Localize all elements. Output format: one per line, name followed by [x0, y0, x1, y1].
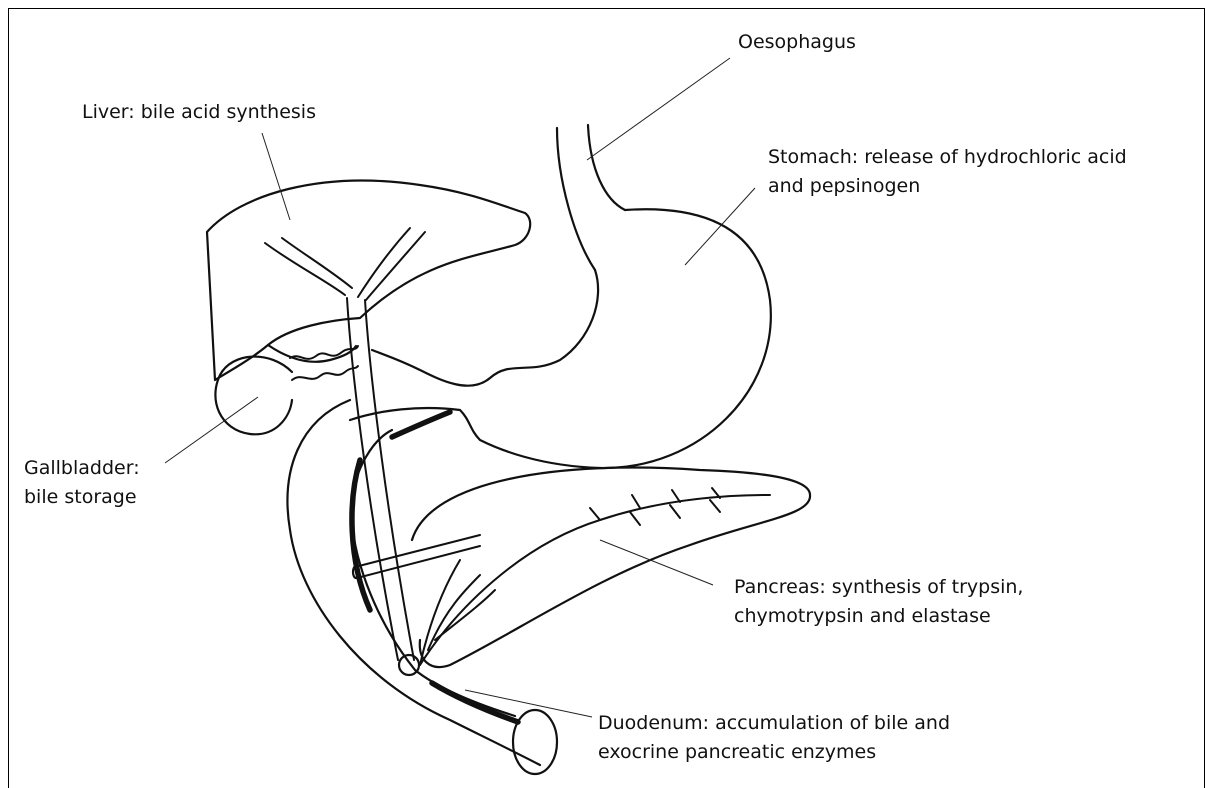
duodenum-opening	[513, 710, 557, 774]
liver-leader	[262, 133, 290, 220]
oesophagus-right-wall	[588, 125, 625, 210]
oesophagus-label-line1: Oesophagus	[738, 28, 856, 57]
duodenum-label-line2: exocrine pancreatic enzymes	[598, 738, 950, 767]
pancreas-leader	[600, 540, 713, 585]
accessory-duct	[355, 535, 480, 578]
pancreas-label: Pancreas: synthesis of trypsin, chymotry…	[734, 573, 1023, 631]
stomach-label-line1: Stomach: release of hydrochloric acid	[768, 143, 1127, 172]
stomach-label: Stomach: release of hydrochloric acid an…	[768, 143, 1127, 201]
common-bile-duct-right	[365, 300, 414, 660]
duodenum-wall-lower	[432, 683, 518, 722]
duodenum-outer	[288, 400, 541, 765]
duodenum-label: Duodenum: accumulation of bile and exocr…	[598, 709, 950, 767]
stomach-label-line2: and pepsinogen	[768, 172, 1127, 201]
pancreas-label-line1: Pancreas: synthesis of trypsin,	[734, 573, 1023, 602]
liver-label-line1: Liver: bile acid synthesis	[82, 98, 316, 127]
liver-lower-edge	[268, 345, 356, 362]
left-hepatic-duct-inner	[282, 238, 352, 288]
oesophagus-leader	[587, 58, 730, 160]
duodenum-wall-upper	[392, 412, 450, 437]
oesophagus-left-wall	[557, 128, 595, 270]
stomach-lesser-curvature	[372, 270, 598, 386]
duodenum-label-line1: Duodenum: accumulation of bile and	[598, 709, 950, 738]
duodenum-leader	[465, 690, 592, 717]
pancreas-outline	[412, 468, 810, 667]
stomach-leader	[685, 188, 755, 265]
gallbladder-label: Gallbladder: bile storage	[24, 454, 140, 512]
gallbladder-leader	[165, 397, 258, 463]
gallbladder-label-line2: bile storage	[24, 483, 140, 512]
gallbladder-label-line1: Gallbladder:	[24, 454, 140, 483]
gallbladder-outline	[215, 357, 292, 435]
liver-label: Liver: bile acid synthesis	[82, 98, 316, 127]
ampulla	[399, 655, 419, 675]
pancreas-label-line2: chymotrypsin and elastase	[734, 602, 1023, 631]
left-hepatic-duct	[265, 243, 345, 295]
pancreatic-duct-main	[420, 495, 770, 665]
oesophagus-label: Oesophagus	[738, 28, 856, 57]
cystic-duct-wavy-lower	[292, 366, 358, 380]
